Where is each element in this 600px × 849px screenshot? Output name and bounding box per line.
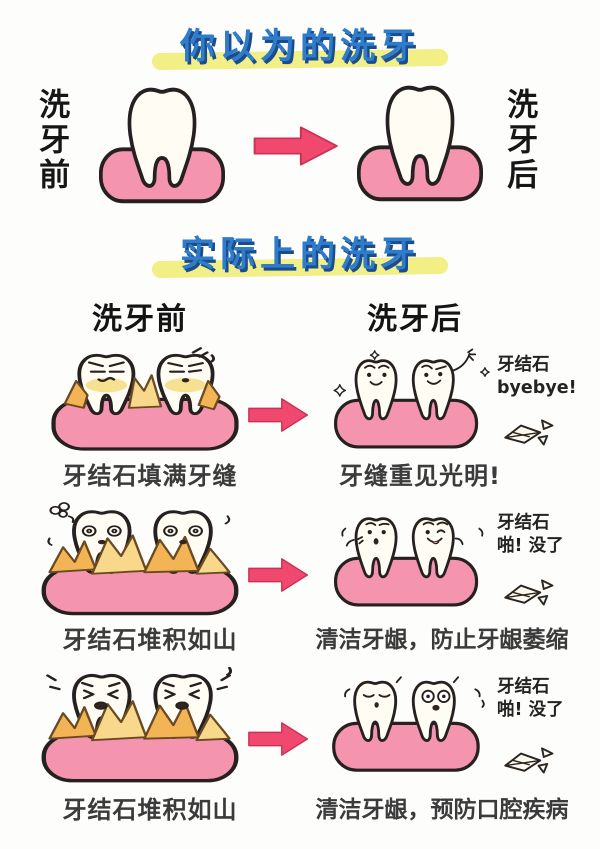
row1-note-line2: byebye! (497, 378, 577, 398)
clean-tooth-after-icon (357, 85, 483, 202)
arrow-right-icon (253, 126, 338, 166)
arrow-right-icon (248, 558, 309, 592)
row2-note: 牙结石 啪! 没了 (497, 512, 597, 558)
top-after-label: 洗牙后 (501, 88, 538, 193)
actual-title-wrap: 实际上的洗牙 (0, 226, 600, 279)
row2-before-teeth-tartar-icon (41, 502, 239, 616)
row3-before-teeth-tartar-icon (41, 666, 239, 783)
tartar-debris-icon (504, 579, 554, 606)
row3-after-caption: 清洁牙龈，预防口腔疾病 (315, 797, 569, 823)
row2-after-caption: 清洁牙龈，防止牙龈萎缩 (315, 627, 569, 653)
row2-note-line2: 啪! 没了 (497, 536, 564, 556)
row3-after-teeth-icon (332, 676, 485, 772)
arrow-right-icon (248, 722, 309, 756)
column-header-before: 洗牙前 (92, 302, 188, 337)
imagined-title: 你以为的洗牙 (179, 27, 420, 67)
row3-note-line1: 牙结石 (497, 677, 550, 697)
row2-note-line1: 牙结石 (497, 513, 550, 533)
tartar-debris-icon (504, 419, 554, 446)
row3-note-line2: 啪! 没了 (497, 700, 564, 720)
clean-tooth-before-icon (99, 87, 225, 204)
row1-note: 牙结石 byebye! (497, 354, 597, 400)
row3-before-caption: 牙结石堆积如山 (62, 796, 238, 824)
column-header-after: 洗牙后 (367, 302, 463, 337)
row2-after-teeth-icon (334, 517, 484, 607)
row3-note: 牙结石 啪! 没了 (497, 676, 597, 722)
arrow-right-icon (248, 398, 309, 432)
row1-after-caption: 牙缝重见光明! (339, 462, 501, 490)
row1-note-line1: 牙结石 (497, 355, 550, 375)
row2-before-caption: 牙结石堆积如山 (62, 626, 238, 654)
top-before-label: 洗牙前 (33, 88, 70, 193)
row1-after-happy-teeth-icon (333, 348, 490, 449)
tartar-debris-icon (504, 747, 554, 774)
actual-title: 实际上的洗牙 (179, 235, 420, 275)
row1-before-caption: 牙结石填满牙缝 (62, 462, 238, 490)
imagined-title-wrap: 你以为的洗牙 (0, 18, 600, 71)
row1-before-teeth-tartar-icon (51, 347, 239, 451)
